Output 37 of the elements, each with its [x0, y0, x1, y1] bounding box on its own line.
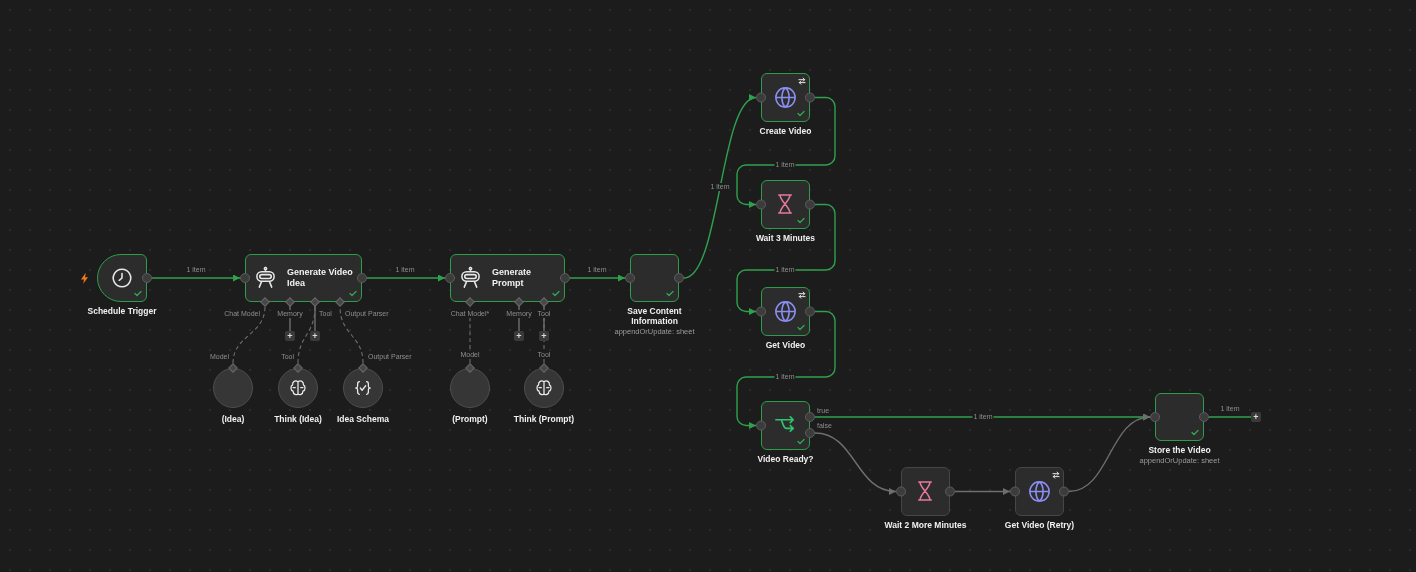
node-label: Idea Schema: [337, 414, 389, 424]
node-label: (Idea): [221, 414, 245, 424]
node-title: Generate Video Idea: [287, 267, 354, 289]
dashed-connector: [339, 306, 364, 364]
add-button: +: [1251, 412, 1261, 422]
node-label: Wait 2 More Minutes: [884, 520, 967, 530]
add-button: +: [285, 331, 295, 341]
connector-arrow: [954, 488, 1011, 495]
connector-arrow: [569, 274, 626, 282]
node-label: Video Ready?: [757, 454, 814, 464]
node-label: (Prompt): [452, 414, 488, 424]
node-title: Generate Prompt: [492, 267, 533, 289]
connector-arrow: [151, 274, 241, 282]
agent-node: [245, 254, 362, 302]
dashed-connector: [232, 306, 266, 364]
connector-arrow: [736, 310, 836, 429]
connector-line: [1208, 416, 1252, 418]
add-button: +: [539, 331, 549, 341]
node-label: Schedule Trigger: [87, 306, 157, 316]
node-label: Get Video: [765, 340, 806, 350]
connector-arrow: [736, 96, 836, 208]
connector-arrow: [814, 432, 897, 495]
node-label: Think (Idea): [274, 414, 322, 424]
node-label: Wait 3 Minutes: [755, 233, 816, 243]
node-label: Get Video (Retry): [1004, 520, 1075, 530]
connector-arrow: [366, 274, 446, 282]
dashed-connector: [297, 306, 316, 364]
add-button: +: [310, 331, 320, 341]
connector-arrow: [1068, 414, 1151, 493]
connector-arrow: [736, 203, 836, 315]
node-label: Save Content Information: [626, 306, 683, 326]
node-label: Create Video: [759, 126, 812, 136]
node-label: Store the Video: [1148, 445, 1211, 455]
connector-arrow: [683, 96, 757, 279]
node-label: Think (Prompt): [513, 414, 575, 424]
agent-node: [450, 254, 565, 302]
add-button: +: [514, 331, 524, 341]
